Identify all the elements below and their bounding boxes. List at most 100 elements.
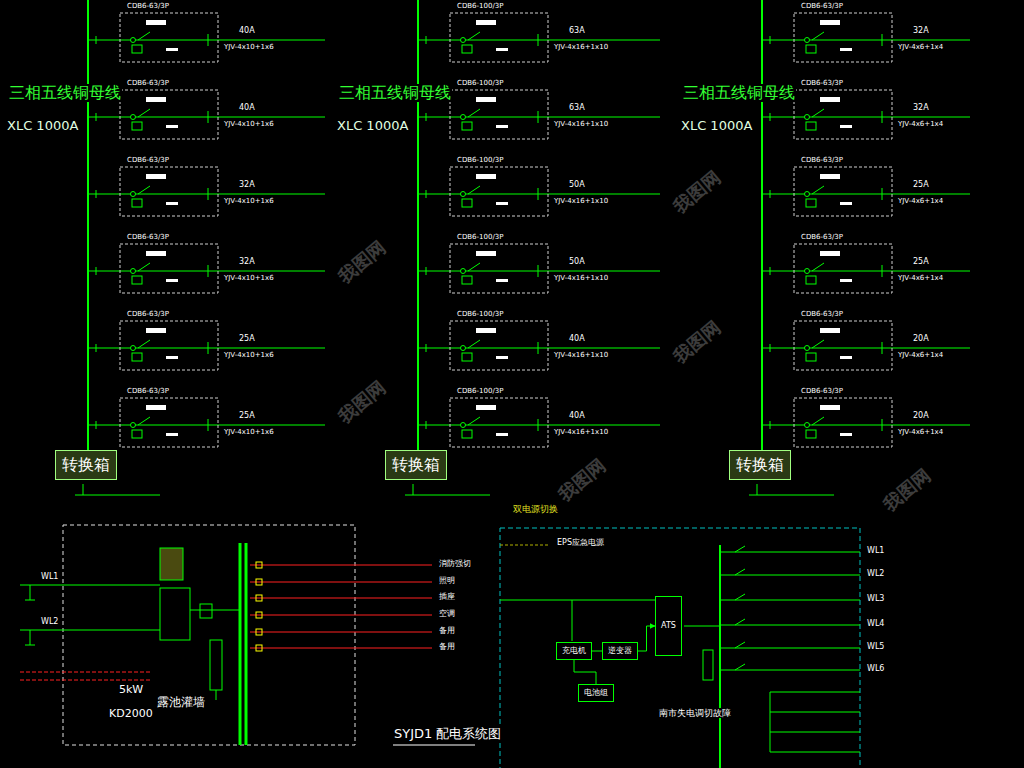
busbar-line — [245, 543, 248, 745]
relay-symbol — [806, 430, 816, 438]
tick-mark — [882, 265, 883, 277]
annotation-label: CDB6-100/3P — [456, 156, 504, 164]
switch-symbol — [138, 186, 150, 194]
branch-line — [88, 347, 325, 348]
outgoing-line — [770, 692, 860, 693]
annotation-label: 40A — [568, 334, 586, 343]
annotation-label: YJV-4x16+1x10 — [553, 428, 609, 436]
annotation-label: WL3 — [866, 594, 885, 603]
annotation-label: CDB6-63/3P — [126, 233, 170, 241]
annotation-label: 插座 — [438, 592, 456, 601]
box-text: 逆变器 — [608, 646, 632, 656]
breaker-symbol — [131, 115, 136, 120]
busbar-line — [87, 0, 89, 452]
annotation-label: XLC 1000A — [680, 119, 753, 134]
tick-mark — [208, 111, 209, 123]
equipment-box: 电池组 — [578, 684, 614, 702]
branch-line — [762, 116, 970, 117]
breaker-symbol — [256, 645, 262, 651]
annotation-label: 25A — [912, 257, 930, 266]
breaker-symbol — [256, 612, 262, 618]
box-text: 转换箱 — [62, 455, 110, 474]
tag-mark — [166, 48, 178, 51]
breaker-enclosure — [120, 13, 218, 62]
breaker-symbol — [131, 38, 136, 43]
annotation-label: 40A — [238, 103, 256, 112]
switch-symbol — [735, 569, 745, 575]
annotation-label: CDB6-63/3P — [800, 79, 844, 87]
tick-mark — [96, 36, 97, 44]
outgoing-line — [770, 732, 860, 733]
tick-mark — [208, 34, 209, 46]
outgoing-line — [720, 600, 860, 601]
annotation-label: YJV-4x6+1x4 — [897, 351, 944, 359]
tag-mark — [146, 251, 166, 256]
outgoing-line — [720, 625, 860, 626]
breaker-symbol — [461, 269, 466, 274]
breaker-symbol — [805, 346, 810, 351]
annotation-label: YJV-4x10+1x6 — [223, 428, 275, 436]
annotation-label: 空调 — [438, 609, 456, 618]
switch-symbol — [812, 263, 824, 271]
annotation-label: YJV-4x6+1x4 — [897, 197, 944, 205]
annotation-label: CDB6-100/3P — [456, 233, 504, 241]
annotation-label: CDB6-63/3P — [126, 310, 170, 318]
annotation-label: 三相五线铜母线 — [8, 84, 122, 102]
tick-mark — [96, 421, 97, 429]
wire-connector — [638, 626, 655, 651]
tag-mark — [146, 405, 166, 410]
control-line — [500, 545, 550, 546]
switch-symbol — [468, 263, 480, 271]
title-underline — [393, 745, 475, 746]
branch-line — [762, 270, 970, 271]
switch-symbol — [735, 619, 745, 625]
watermark: 我图网 — [334, 235, 391, 288]
annotation-label: 50A — [568, 257, 586, 266]
tag-mark — [820, 174, 840, 179]
outgoing-line — [770, 712, 860, 713]
tick-mark — [538, 265, 539, 277]
annotation-label: CDB6-100/3P — [456, 310, 504, 318]
breaker-enclosure — [450, 13, 548, 62]
annotation-label: YJV-4x6+1x4 — [897, 120, 944, 128]
relay-symbol — [806, 353, 816, 361]
breaker-symbol — [461, 192, 466, 197]
annotation-label: CDB6-63/3P — [800, 156, 844, 164]
switch-symbol — [735, 546, 745, 552]
annotation-label: 32A — [912, 103, 930, 112]
breaker-enclosure — [120, 244, 218, 293]
annotation-label: CDB6-63/3P — [126, 156, 170, 164]
riser-line — [413, 484, 414, 495]
branch-line — [88, 39, 325, 40]
outgoing-line — [720, 670, 860, 671]
annotation-label: 63A — [568, 26, 586, 35]
branch-line — [88, 270, 325, 271]
relay-symbol — [806, 199, 816, 207]
busbar-line — [239, 543, 242, 745]
tick-mark — [96, 344, 97, 352]
switch-box — [160, 588, 190, 640]
tag-mark — [840, 48, 852, 51]
breaker-enclosure — [120, 321, 218, 370]
switch-symbol — [468, 32, 480, 40]
annotation-label: YJV-4x16+1x10 — [553, 351, 609, 359]
tag-mark — [166, 433, 178, 436]
breaker-symbol — [131, 192, 136, 197]
tick-mark — [208, 265, 209, 277]
outgoing-line — [250, 648, 432, 649]
breaker-symbol — [805, 423, 810, 428]
busbar-line — [761, 0, 763, 452]
tick-mark — [96, 113, 97, 121]
box-text: 转换箱 — [392, 455, 440, 474]
relay-symbol — [462, 199, 472, 207]
switch-symbol — [735, 664, 745, 670]
branch-line — [418, 193, 660, 194]
breaker-enclosure — [450, 90, 548, 139]
breaker-symbol — [805, 192, 810, 197]
outgoing-line — [250, 598, 432, 599]
switch-symbol — [812, 109, 824, 117]
annotation-label: 20A — [912, 334, 930, 343]
annotation-label: 32A — [912, 26, 930, 35]
switch-symbol — [735, 642, 745, 648]
